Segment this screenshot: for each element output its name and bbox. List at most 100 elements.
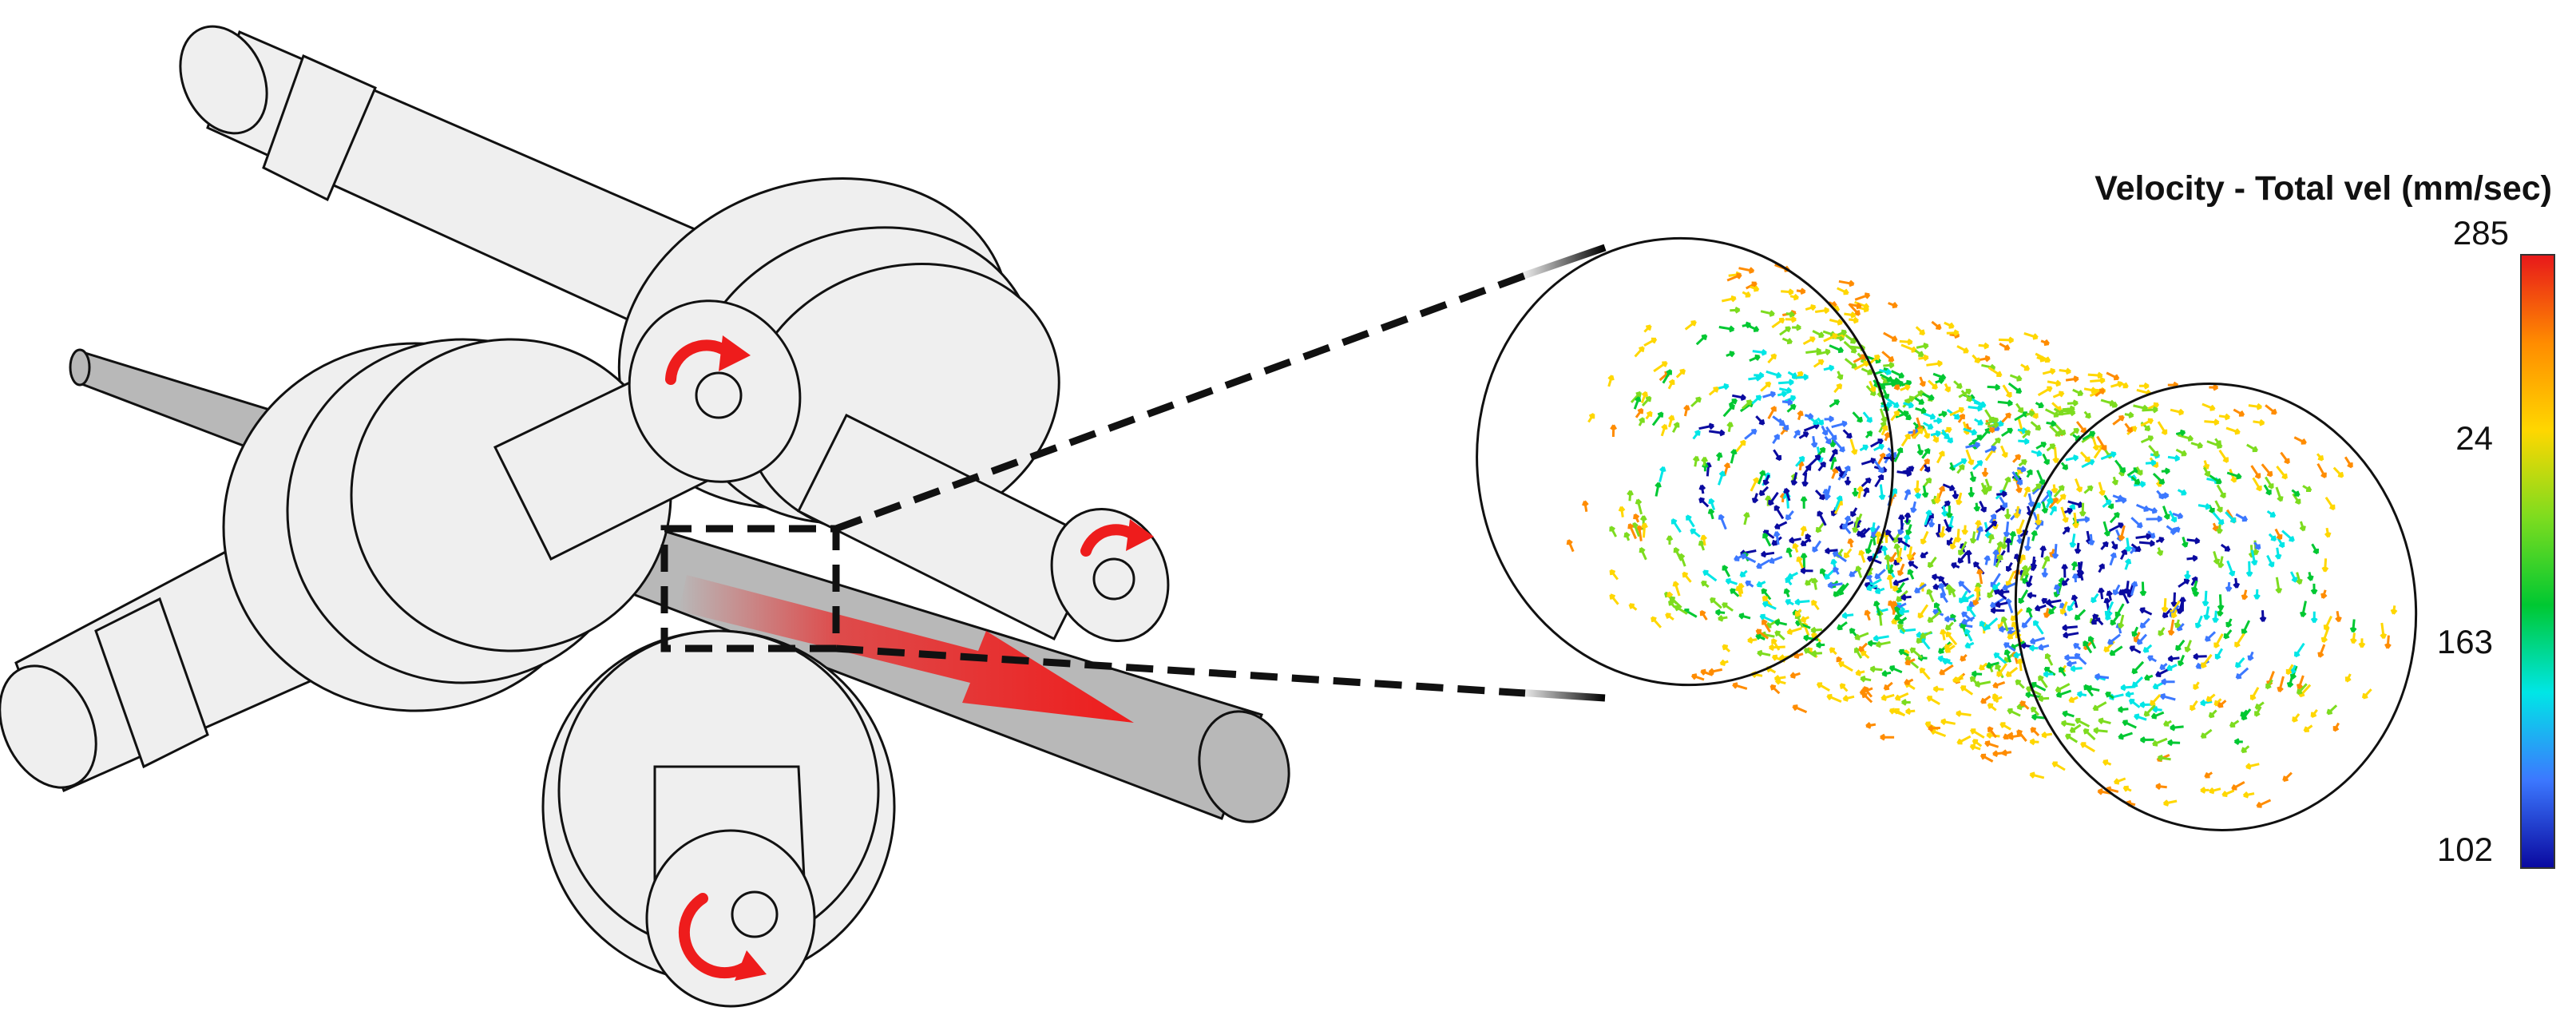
velocity-vector: [2213, 550, 2221, 565]
velocity-vector: [2344, 673, 2352, 683]
velocity-vector: [1880, 693, 1895, 701]
velocity-vector: [1984, 740, 1999, 748]
velocity-vector: [2038, 695, 2050, 703]
velocity-vector: [1686, 514, 1695, 528]
velocity-vector: [2217, 556, 2225, 569]
velocity-vector: [1923, 412, 1936, 420]
velocity-vector: [1858, 549, 1866, 563]
velocity-vector: [1991, 581, 2001, 591]
velocity-vector: [1823, 364, 1835, 372]
velocity-vector: [1920, 530, 1929, 545]
velocity-vector: [1768, 644, 1785, 652]
velocity-vector: [1643, 324, 1652, 333]
velocity-vector: [2022, 430, 2031, 439]
velocity-vector: [1857, 486, 1865, 499]
velocity-vector: [1884, 554, 1892, 571]
velocity-vector: [2155, 783, 2167, 791]
velocity-vector: [1821, 425, 1829, 436]
velocity-vector: [2061, 407, 2072, 415]
velocity-vector: [1841, 612, 1854, 620]
velocity-vector: [1861, 457, 1877, 466]
velocity-vector: [2083, 485, 2094, 494]
velocity-vector: [1757, 649, 1771, 657]
velocity-vector: [1785, 577, 1793, 586]
velocity-vector: [1627, 523, 1637, 540]
velocity-vector: [2143, 674, 2154, 681]
velocity-vector: [1789, 537, 1801, 544]
velocity-vector: [1738, 613, 1751, 620]
velocity-vector: [2282, 771, 2293, 782]
velocity-vector: [2136, 633, 2148, 645]
velocity-vector: [1972, 354, 1981, 364]
velocity-vector: [1904, 489, 1912, 501]
velocity-vector: [1844, 311, 1857, 319]
velocity-vector: [1815, 521, 1825, 533]
velocity-vector: [1785, 315, 1797, 323]
velocity-vector: [1912, 428, 1924, 439]
velocity-vector: [2076, 561, 2084, 576]
velocity-vector: [1905, 524, 1912, 536]
velocity-vector: [1987, 726, 1997, 739]
velocity-vector: [2161, 598, 2169, 613]
velocity-vector: [1833, 495, 1843, 511]
velocity-vector: [2029, 771, 2045, 779]
velocity-vector: [2087, 636, 2097, 649]
velocity-vector: [2133, 713, 2147, 721]
velocity-vector: [2118, 381, 2129, 389]
velocity-vector: [2007, 382, 2023, 394]
velocity-vector: [1755, 628, 1770, 640]
velocity-vector: [1817, 510, 1827, 526]
velocity-vector: [1638, 417, 1645, 426]
velocity-vector: [1987, 421, 1999, 429]
velocity-vector: [1807, 454, 1821, 468]
velocity-vector: [2201, 590, 2209, 607]
velocity-vector: [2326, 704, 2338, 716]
velocity-vector: [1700, 668, 1714, 676]
velocity-vector: [1700, 580, 1710, 589]
velocity-vector: [2155, 668, 2170, 677]
velocity-vector: [2147, 402, 2160, 410]
velocity-vector: [1926, 589, 1935, 603]
velocity-vector: [1978, 342, 1990, 350]
velocity-vector: [2178, 578, 2190, 589]
velocity-vector: [1921, 447, 1931, 459]
velocity-vector: [1826, 693, 1842, 703]
velocity-vector: [2027, 493, 2035, 508]
velocity-vector: [2110, 615, 2119, 626]
velocity-vector: [1797, 410, 1804, 421]
velocity-vector: [2214, 648, 2223, 660]
velocity-vector: [1668, 414, 1675, 428]
velocity-vector: [1785, 510, 1794, 521]
velocity-vector: [2168, 510, 2178, 523]
velocity-vector: [1751, 493, 1759, 504]
velocity-vector: [1750, 285, 1760, 292]
velocity-vector: [1777, 379, 1794, 387]
velocity-vector: [1987, 367, 2003, 378]
velocity-vector: [1913, 480, 1921, 494]
velocity-vector: [2030, 706, 2040, 716]
velocity-vector: [2069, 427, 2080, 437]
velocity-vector: [2091, 435, 2100, 451]
velocity-vector: [1903, 402, 1915, 409]
velocity-vector: [2066, 660, 2077, 668]
velocity-vector: [2044, 408, 2060, 418]
velocity-vector: [1958, 581, 1972, 594]
velocity-vector: [1855, 669, 1865, 676]
velocity-vector: [2003, 642, 2016, 652]
velocity-vector: [2094, 672, 2110, 680]
velocity-vector: [2150, 711, 2165, 720]
velocity-vector: [1981, 363, 1996, 371]
velocity-vector: [2193, 652, 2207, 660]
velocity-vector: [2038, 644, 2050, 651]
velocity-vector: [2174, 619, 2182, 628]
velocity-vector: [1860, 650, 1870, 660]
velocity-vector: [1666, 535, 1674, 545]
velocity-vector: [2218, 413, 2231, 421]
velocity-vector: [2063, 507, 2074, 514]
velocity-vector: [2214, 500, 2223, 514]
velocity-vector: [2247, 651, 2254, 661]
velocity-vector: [2060, 506, 2069, 523]
velocity-vector: [1774, 630, 1785, 640]
velocity-vector: [1941, 506, 1948, 517]
velocity-vector: [1790, 472, 1798, 486]
